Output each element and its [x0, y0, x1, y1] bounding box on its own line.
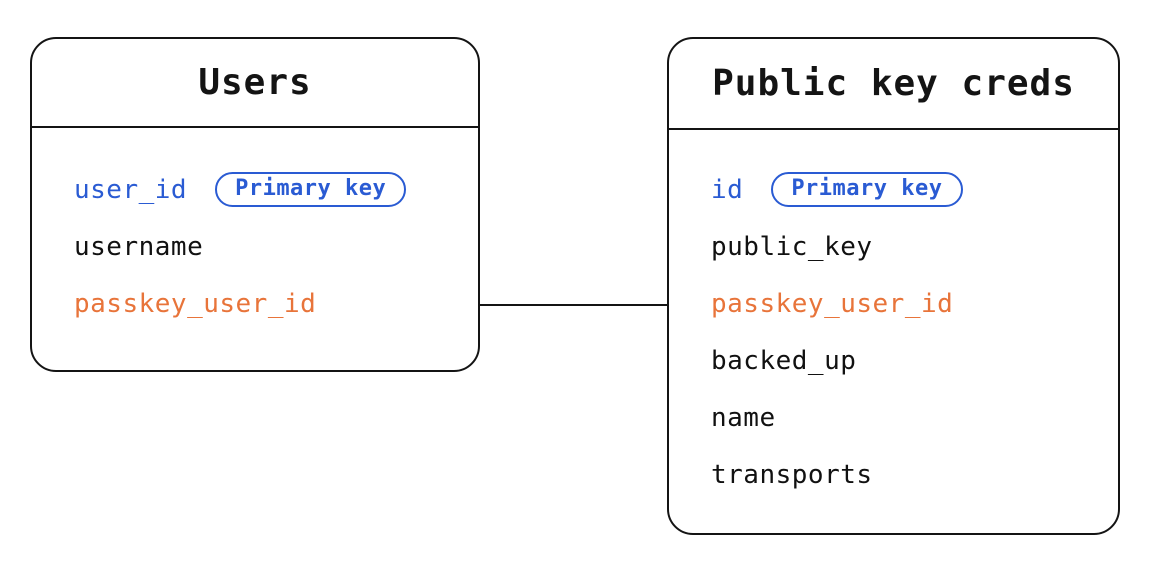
field-name: name: [711, 402, 776, 433]
field-row: id Primary key: [669, 161, 1118, 218]
table-users: Users user_id Primary key username passk…: [30, 37, 480, 372]
primary-key-badge: Primary key: [215, 172, 407, 207]
field-row: user_id Primary key: [32, 161, 478, 218]
field-row: name: [669, 389, 1118, 446]
field-name: passkey_user_id: [711, 288, 954, 319]
field-name: passkey_user_id: [74, 288, 317, 319]
field-row: transports: [669, 446, 1118, 503]
table-public-key-creds: Public key creds id Primary key public_k…: [667, 37, 1120, 535]
table-title: Users: [198, 62, 312, 103]
field-name: user_id: [74, 174, 188, 205]
field-list: id Primary key public_key passkey_user_i…: [669, 130, 1118, 533]
field-name: transports: [711, 459, 873, 490]
primary-key-badge: Primary key: [771, 172, 963, 207]
field-list: user_id Primary key username passkey_use…: [32, 128, 478, 370]
field-row: backed_up: [669, 332, 1118, 389]
field-row: passkey_user_id: [669, 275, 1118, 332]
field-name: public_key: [711, 231, 873, 262]
field-row: username: [32, 218, 478, 275]
table-header: Users: [32, 39, 478, 128]
field-name: backed_up: [711, 345, 857, 376]
field-name: username: [74, 231, 204, 262]
field-row: passkey_user_id: [32, 275, 478, 332]
relationship-line: [480, 304, 667, 306]
table-header: Public key creds: [669, 39, 1118, 130]
field-row: public_key: [669, 218, 1118, 275]
field-name: id: [711, 174, 744, 205]
table-title: Public key creds: [712, 63, 1075, 104]
